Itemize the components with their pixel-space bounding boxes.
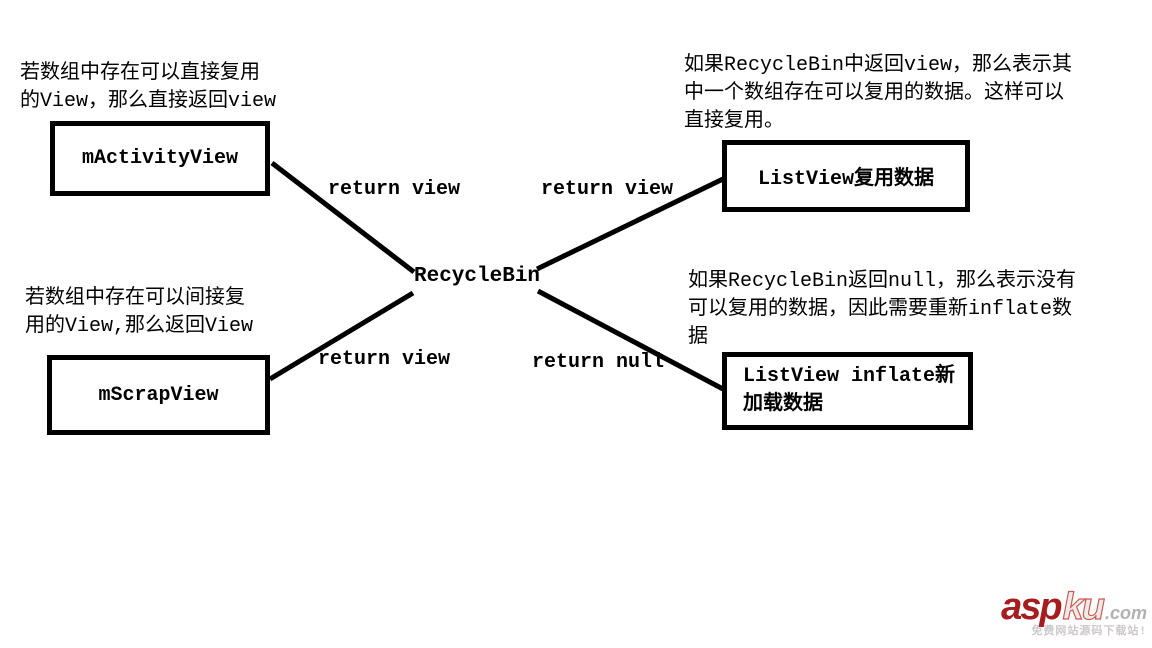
note-top-left: 若数组中存在可以直接复用 的View，那么直接返回view: [20, 60, 276, 116]
node-listview-reuse: ListView复用数据: [722, 140, 970, 212]
node-listview-inflate-label: ListView inflate新 加载数据: [743, 363, 955, 419]
node-mscrapview: mScrapView: [47, 355, 270, 435]
edge-label-return-view-top-right: return view: [541, 178, 674, 201]
edge-label-return-view-top-left: return view: [328, 178, 461, 201]
note-top-left-line2: 的View，那么直接返回view: [20, 90, 277, 113]
note-bottom-right-line2: 可以复用的数据，因此需要重新inflate数: [688, 298, 1073, 321]
node-mactivityview-label: mActivityView: [81, 147, 239, 170]
node-listview-reuse-label: ListView复用数据: [757, 168, 934, 191]
watermark-asp-text: asp: [1001, 586, 1063, 628]
note-bottom-left-line2: 用的View,那么返回View: [25, 315, 254, 338]
note-top-left-line1: 若数组中存在可以直接复用: [20, 62, 260, 85]
note-top-right: 如果RecycleBin中返回view，那么表示其 中一个数组存在可以复用的数据…: [684, 52, 1072, 136]
watermark-ku-text: ku: [1062, 586, 1106, 628]
node-mactivityview: mActivityView: [50, 121, 270, 196]
node-listview-inflate-line1: ListView inflate新: [743, 365, 956, 388]
connector-recyclebin-listview-reuse: [535, 176, 725, 272]
connector-mactivityview-recyclebin: [270, 161, 416, 274]
connector-recyclebin-listview-inflate: [536, 288, 725, 392]
node-listview-inflate: ListView inflate新 加载数据: [722, 352, 973, 430]
note-bottom-right-line3: 据: [688, 326, 708, 349]
note-bottom-left: 若数组中存在可以间接复 用的View,那么返回View: [25, 285, 253, 341]
note-top-right-line3: 直接复用。: [684, 110, 784, 133]
connector-mscrapview-recyclebin: [268, 290, 415, 382]
note-bottom-right: 如果RecycleBin返回null，那么表示没有 可以复用的数据，因此需要重新…: [688, 268, 1076, 352]
edge-label-return-null-bottom-right: return null: [532, 351, 665, 374]
watermark-com-text: .com: [1104, 603, 1147, 623]
note-top-right-line1: 如果RecycleBin中返回view，那么表示其: [684, 54, 1073, 77]
node-recyclebin-label: RecycleBin: [414, 265, 541, 288]
note-bottom-left-line1: 若数组中存在可以间接复: [25, 287, 245, 310]
note-bottom-right-line1: 如果RecycleBin返回null，那么表示没有: [688, 270, 1077, 293]
node-mscrapview-label: mScrapView: [98, 383, 219, 407]
node-listview-inflate-line2: 加载数据: [743, 393, 823, 416]
note-top-right-line2: 中一个数组存在可以复用的数据。这样可以: [684, 82, 1064, 105]
watermark-tagline: 免费网站源码下载站!: [1031, 626, 1147, 638]
edge-label-return-view-bottom-left: return view: [318, 348, 451, 371]
